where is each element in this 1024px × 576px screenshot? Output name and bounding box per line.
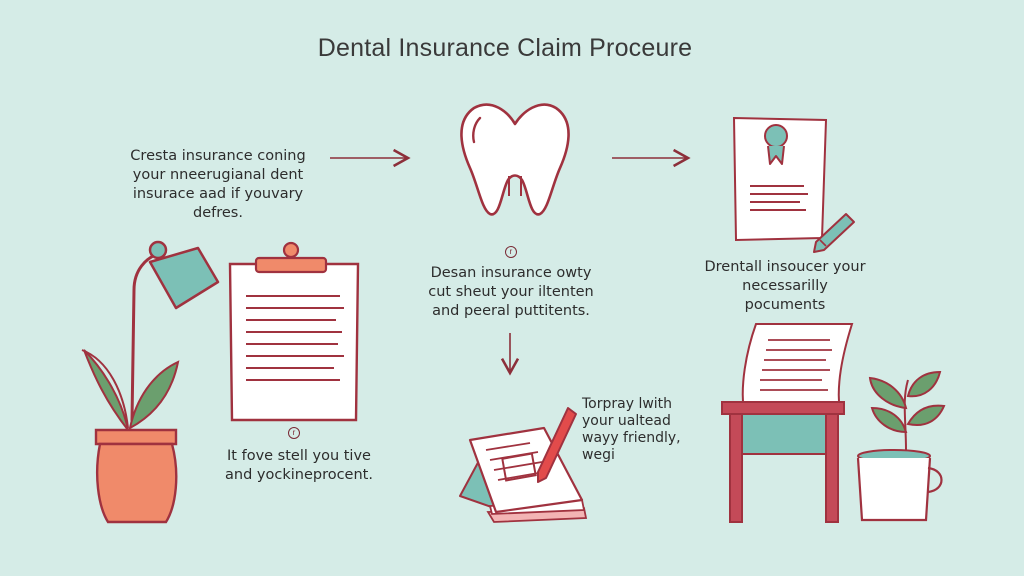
step-4-caption: It fove stell you tive and yockineprocen… xyxy=(225,448,373,483)
document-with-tooth-icon xyxy=(732,116,828,242)
tooth-icon xyxy=(460,103,570,216)
step-4-marker: r xyxy=(288,427,300,439)
potted-plant-left-icon xyxy=(81,349,180,524)
desk-icon xyxy=(721,401,845,523)
pencil-icon xyxy=(813,213,855,253)
clipboard-icon xyxy=(228,241,360,422)
document-on-desk-icon xyxy=(741,323,854,413)
step-2-caption: Desan insurance owty cut sheut your ilte… xyxy=(428,265,594,319)
step-2-marker: r xyxy=(505,246,517,258)
desk-lamp-icon xyxy=(130,240,220,422)
step-5-caption: Torpray lwith your ualtead wayy friendly… xyxy=(582,396,681,463)
step-1-caption: Cresta insurance coning your nneerugiana… xyxy=(130,148,306,221)
potted-plant-right-icon xyxy=(856,370,946,522)
diagram-title: Dental Insurance Claim Proceure xyxy=(317,34,693,62)
notebook-with-pencil-icon xyxy=(459,407,588,523)
step-3-caption: Drentall insoucer your necessarilly pocu… xyxy=(704,259,866,313)
